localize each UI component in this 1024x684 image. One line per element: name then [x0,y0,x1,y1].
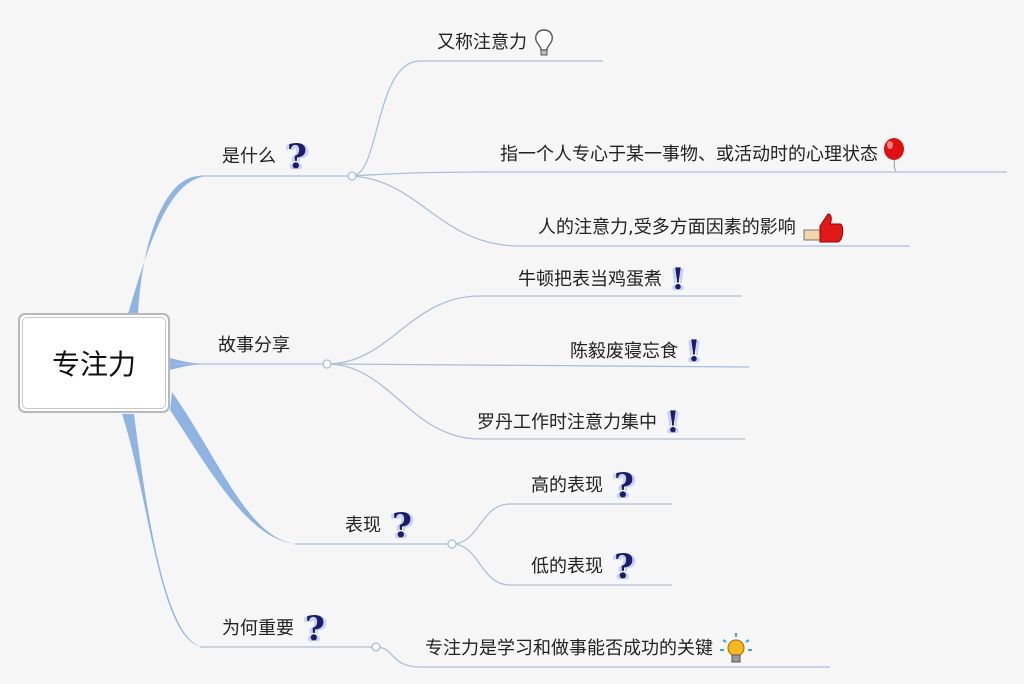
topic-label: 高的表现 [531,475,603,496]
subtopic[interactable]: 指一个人专心于某一事物、或活动时的心理状态 [500,138,908,172]
topic-label: 表现 [345,515,381,536]
branch-topic-manifest[interactable]: 表现 ? [345,508,417,544]
topic-label: 故事分享 [218,335,290,356]
thumbs-up-icon [802,212,846,244]
subtopic[interactable]: 人的注意力,受多方面因素的影响 [538,212,846,244]
branch-connector-what [128,176,210,314]
topic-label: 为何重要 [222,618,294,639]
idea-bulb-icon [719,632,753,666]
question-icon: ? [287,137,307,177]
branch-connector-why [122,414,205,647]
collapse-toggle-manifest [447,539,457,549]
branch-connector-manifest [170,392,300,544]
topic-label: 专注力是学习和做事能否成功的关键 [425,638,713,659]
subtopic[interactable]: 又称注意力 [437,28,555,58]
question-icon: ? [614,547,634,587]
topic-label: 又称注意力 [437,32,527,53]
question-icon: ? [392,506,412,546]
collapse-toggle-what [347,171,357,181]
topic-label: 陈毅废寝忘食 [570,341,678,362]
central-topic-label: 专注力 [51,348,136,381]
branch-topic-why[interactable]: 为何重要 ? [222,611,330,647]
topic-label: 人的注意力,受多方面因素的影响 [538,217,796,238]
exclamation-icon: ! [687,334,701,369]
topic-label: 低的表现 [531,556,603,577]
subtopic[interactable]: 罗丹工作时注意力集中 ! [477,405,683,441]
topic-label: 是什么 [222,146,276,167]
topic-label: 罗丹工作时注意力集中 [477,412,657,433]
topic-label: 指一个人专心于某一事物、或活动时的心理状态 [500,144,878,165]
exclamation-icon: ! [671,262,685,297]
subtopic[interactable]: 低的表现 ? [531,549,639,585]
collapse-toggle-story [322,359,332,369]
balloon-icon [882,138,908,172]
collapse-toggle-why [371,642,381,652]
subtopic[interactable]: 陈毅废寝忘食 ! [570,334,704,370]
subtopic[interactable]: 高的表现 ? [531,468,639,504]
subtopic[interactable]: 专注力是学习和做事能否成功的关键 [425,632,753,666]
subtopic[interactable]: 牛顿把表当鸡蛋煮 ! [518,262,688,298]
central-topic[interactable]: 专注力 [18,313,170,413]
branch-topic-what[interactable]: 是什么 ? [222,139,312,175]
lightbulb-icon [533,28,555,58]
branch-topic-story[interactable]: 故事分享 [218,334,290,358]
question-icon: ? [305,609,325,649]
topic-label: 牛顿把表当鸡蛋煮 [518,269,662,290]
question-icon: ? [614,466,634,506]
exclamation-icon: ! [666,405,680,440]
